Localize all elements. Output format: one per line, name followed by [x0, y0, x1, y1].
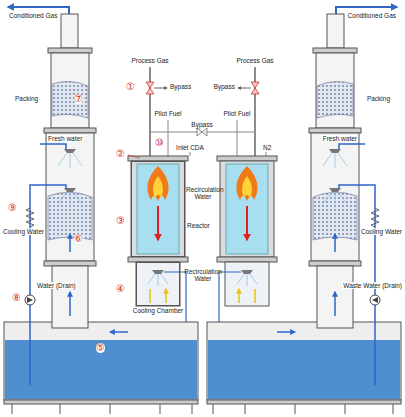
callout-number: ③ [116, 216, 125, 226]
cooling-chamber: Cooling Chamber [136, 262, 180, 306]
reactor-unit [128, 67, 188, 322]
flow-label: Inlet CDA [175, 144, 205, 151]
callout-number: ⑦ [74, 94, 83, 104]
flow-label: Recirculation Water [181, 268, 226, 282]
flow-label: Pilot Fuel [222, 110, 251, 117]
flow-label: Fresh water [47, 135, 83, 142]
flow-label: Conditioned Gas [8, 12, 58, 19]
flow-label: Waste Water (Drain) [342, 282, 403, 289]
part-label: Packing [366, 95, 391, 102]
flow-label: N2 [262, 144, 272, 151]
callout-number: ① [126, 82, 135, 92]
leader-line [128, 155, 140, 158]
callout-number: ⑥ [74, 234, 83, 244]
water-tank [207, 322, 401, 414]
flow-label: Process Gas [235, 57, 274, 64]
flow-label: Recirculation Water [185, 186, 221, 200]
water-tank [4, 322, 198, 414]
node-label: Cooling Chamber [132, 307, 185, 314]
part-label: Packing [14, 95, 39, 102]
callout-number: ⑧ [12, 293, 21, 303]
callout-number: ⑤ [96, 343, 105, 353]
flow-label: Process Gas [130, 57, 169, 64]
flow-label: Bypass [190, 121, 213, 128]
reactor-vessel: Reactor [131, 161, 185, 257]
callout-number: ④ [116, 284, 125, 294]
callout-number: ⑨ [8, 203, 17, 213]
scrubber-tower [8, 7, 96, 385]
reactor-unit [217, 67, 277, 322]
flow-label: Conditioned Gas [347, 12, 397, 19]
gas-inlet-pipe [190, 152, 266, 156]
flow-label: Cooling Water [360, 228, 403, 235]
callout-number: ② [116, 149, 125, 159]
flow-label: Bypass [213, 83, 236, 90]
flow-label: Pilot Fuel [153, 110, 182, 117]
flow-label: Water (Drain) [36, 282, 77, 289]
callout-number: ⑩ [155, 138, 164, 148]
flow-label: Cooling Water [2, 228, 45, 235]
flow-label: Bypass [169, 83, 192, 90]
scrubber-tower [309, 7, 397, 385]
node-label: Reactor [186, 222, 211, 229]
bypass-valve [197, 128, 207, 136]
flow-label: Fresh water [322, 135, 358, 142]
